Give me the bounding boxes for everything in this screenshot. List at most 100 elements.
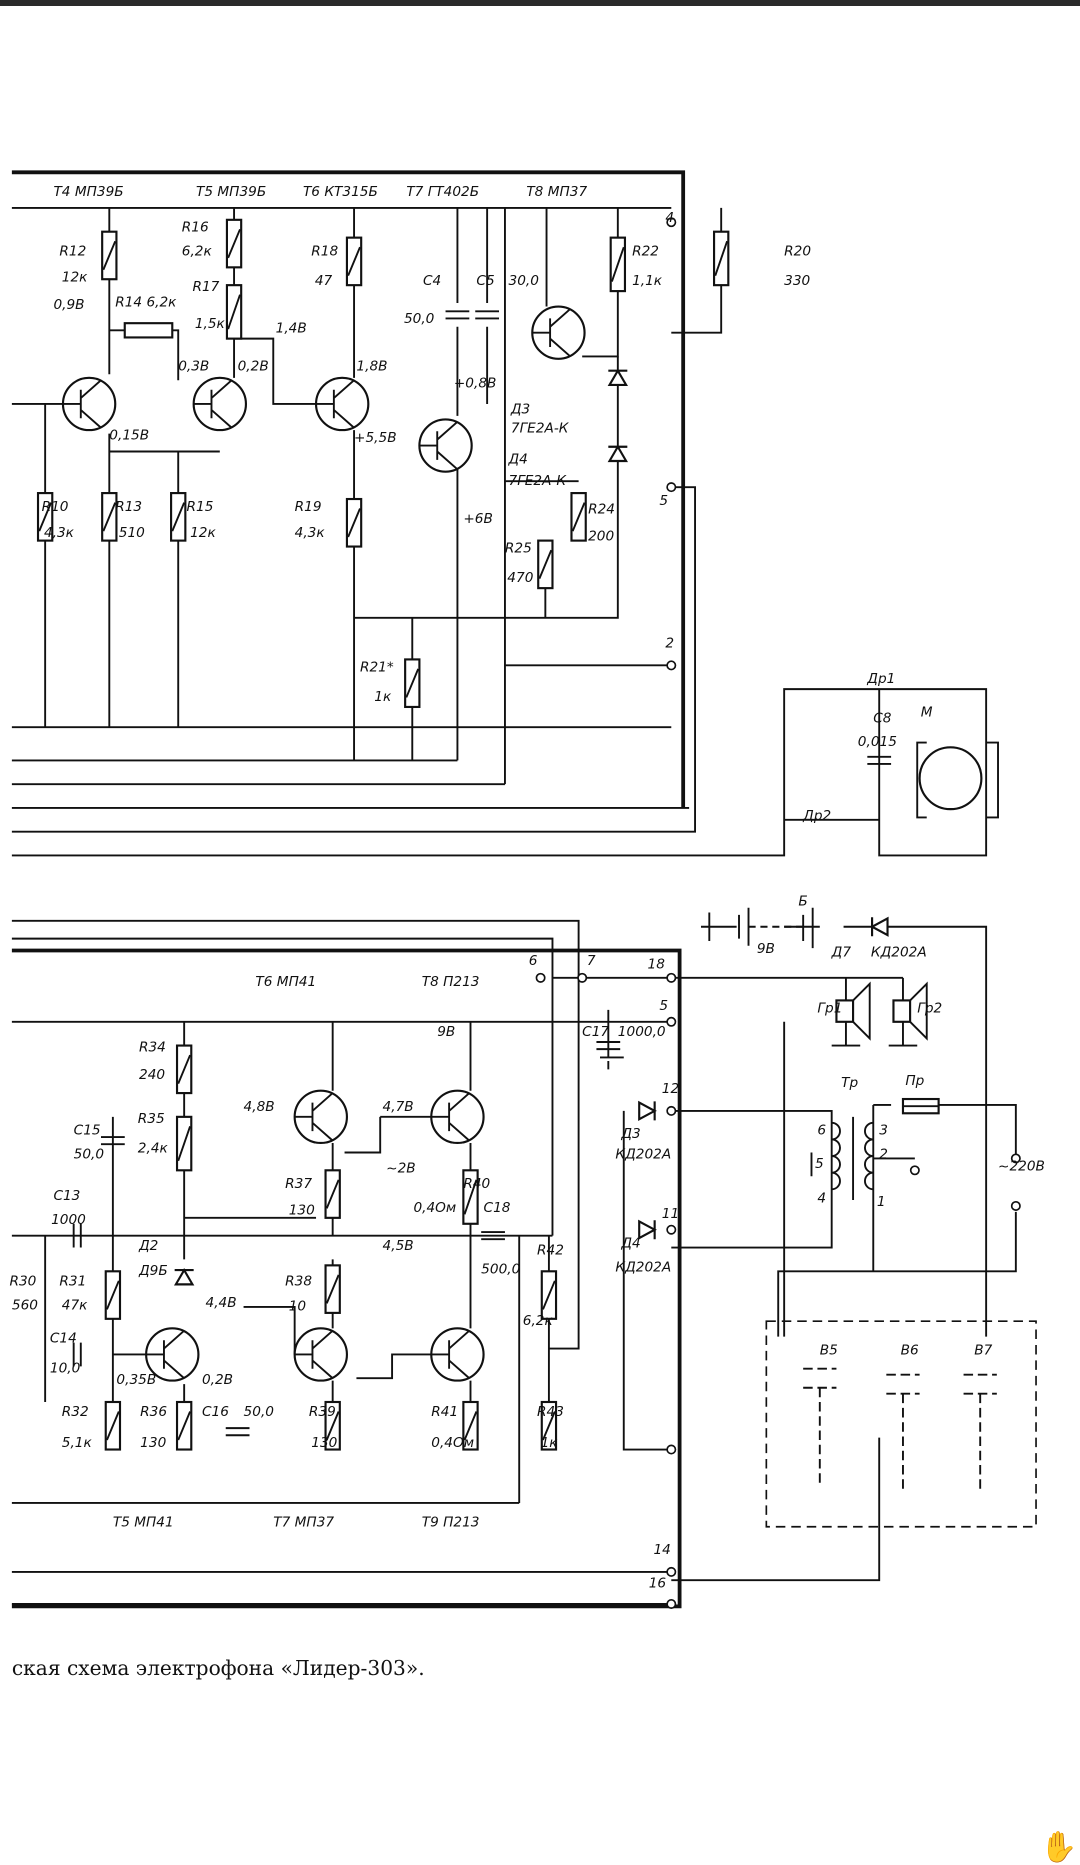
- diode-D4b: [638, 1219, 657, 1240]
- capacitor-C16: [225, 1427, 250, 1437]
- transistor-T4: [61, 376, 117, 432]
- component-label: 5: [659, 493, 668, 509]
- component-label: R41: [431, 1404, 458, 1420]
- component-label: R24: [588, 501, 615, 517]
- component-label: 1,1к: [632, 273, 663, 289]
- component-label: 10: [289, 1299, 306, 1315]
- transistor-T7: [418, 418, 473, 473]
- component-label: R32: [62, 1404, 89, 1420]
- component-label: 0,3В: [178, 359, 209, 375]
- wires: [11, 170, 1017, 1609]
- terminal: [577, 972, 588, 983]
- component-label: 4,8В: [244, 1099, 275, 1115]
- component-label: T4 МП39Б: [53, 184, 123, 200]
- capacitor-C4: [445, 310, 470, 320]
- component-label: Д7: [831, 944, 852, 960]
- component-label: Др1: [866, 671, 895, 687]
- component-label: 240: [139, 1067, 165, 1083]
- component-label: 1000: [51, 1212, 86, 1228]
- component-label: 4,7В: [383, 1099, 414, 1115]
- component-label: В5: [820, 1342, 838, 1358]
- component-label: T6 КТ315Б: [303, 184, 378, 200]
- component-label: R36: [140, 1404, 167, 1420]
- battery-B: [708, 907, 814, 949]
- terminal: [666, 482, 677, 493]
- components: [36, 217, 1021, 1609]
- component-label: R19: [295, 499, 322, 515]
- terminal: [666, 1105, 677, 1116]
- component-label: 12: [662, 1081, 679, 1097]
- component-label: R25: [505, 540, 532, 556]
- component-label: 6: [529, 953, 538, 969]
- resistor-R40: [462, 1169, 479, 1225]
- resistor-R18: [345, 236, 363, 287]
- component-label: 200: [588, 529, 614, 545]
- component-label: +0,8В: [454, 375, 497, 391]
- component-label: R39: [309, 1404, 336, 1420]
- capacitor-C13: [72, 1223, 82, 1248]
- resistor-R42: [540, 1270, 558, 1320]
- resistor-R17: [225, 284, 243, 340]
- component-label: 3: [879, 1123, 888, 1139]
- component-label: КД202А: [615, 1146, 671, 1162]
- transistor-T5b: [145, 1327, 200, 1382]
- transistor-T6b: [293, 1089, 348, 1145]
- component-label: T8 П213: [422, 974, 480, 990]
- component-label: 2: [665, 636, 674, 652]
- component-label: 5,1к: [62, 1435, 93, 1451]
- resistor-R34: [175, 1044, 193, 1095]
- resistor-R39: [324, 1400, 341, 1451]
- component-label: 2: [879, 1146, 888, 1162]
- component-label: 4: [665, 210, 674, 226]
- terminal: [666, 217, 677, 228]
- terminal: [1010, 1153, 1021, 1164]
- terminal: [666, 1598, 677, 1609]
- component-label: 130: [311, 1435, 337, 1451]
- component-label: +6В: [463, 511, 493, 527]
- component-label: 7: [587, 953, 596, 969]
- component-label: 4,4В: [206, 1295, 237, 1311]
- fuse-Pr: [901, 1097, 940, 1115]
- component-label: 0,2В: [202, 1372, 233, 1388]
- component-label: ~2В: [386, 1161, 416, 1177]
- component-label: 10,0: [50, 1360, 80, 1376]
- resistor-R21: [404, 658, 421, 709]
- component-label: T6 МП41: [255, 974, 316, 990]
- component-label: 9В: [437, 1024, 455, 1040]
- component-label: 330: [784, 273, 810, 289]
- component-label: C13: [53, 1188, 80, 1204]
- component-label: 500,0: [481, 1262, 520, 1278]
- switch-B5: [803, 1367, 837, 1486]
- terminal: [535, 972, 546, 983]
- diode-D2: [173, 1267, 195, 1286]
- resistor-R31: [104, 1270, 122, 1320]
- transistor-T8: [531, 305, 586, 360]
- component-label: R34: [139, 1040, 166, 1056]
- component-label: 0,015: [858, 734, 897, 750]
- transistor-T7b: [293, 1327, 348, 1382]
- component-label: T5 МП39Б: [196, 184, 266, 200]
- component-label: Др2: [802, 808, 831, 824]
- hand-cursor-icon: ✋: [1040, 1830, 1078, 1865]
- component-label: R16: [182, 220, 209, 236]
- capacitor-C14: [72, 1342, 82, 1367]
- component-label: R21*: [360, 659, 394, 675]
- component-label: 1: [877, 1194, 886, 1210]
- component-label: R35: [138, 1111, 165, 1127]
- resistor-R38: [324, 1264, 341, 1314]
- resistor-R13: [101, 492, 118, 542]
- component-label: 4: [817, 1190, 826, 1206]
- component-label: C14: [50, 1331, 77, 1347]
- component-label: R43: [537, 1404, 564, 1420]
- terminal: [666, 1016, 677, 1027]
- component-label: 50,0: [244, 1404, 274, 1420]
- component-label: 50,0: [404, 311, 434, 327]
- switch-block-outline: [765, 1320, 1037, 1528]
- component-label: 5: [815, 1156, 824, 1172]
- terminal: [666, 1444, 677, 1455]
- component-label: 470: [507, 570, 533, 586]
- component-label: КД202А: [615, 1259, 671, 1275]
- component-label: 0,9В: [53, 297, 84, 313]
- component-label: 5: [659, 998, 668, 1014]
